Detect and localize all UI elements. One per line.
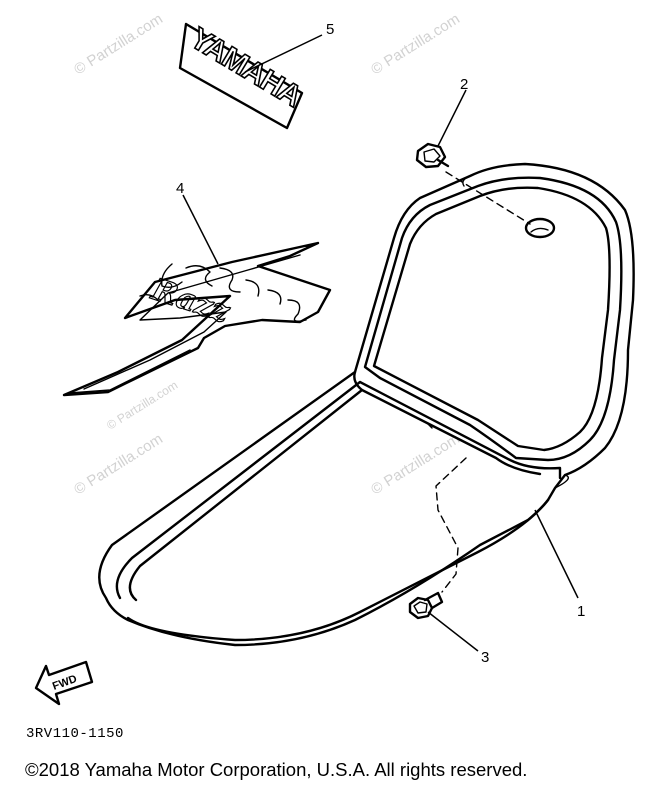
yamaha-emblem-text: YAMAHA: [184, 22, 307, 114]
callouts: 1 2 3 4 5: [176, 21, 585, 666]
watermark-text: © Partzilla.com: [71, 10, 166, 78]
watermark-text: © Partzilla.com: [104, 378, 180, 433]
stripe-badge-text: Razz: [147, 272, 235, 330]
callout-number: 5: [326, 21, 334, 38]
callout-number: 1: [577, 603, 585, 620]
bolt-part-upper: [415, 142, 450, 169]
callout-number: 4: [176, 180, 184, 197]
assembly-lines: [427, 171, 531, 593]
forward-arrow-icon: FWD: [34, 660, 94, 706]
copyright-notice: ©2018 Yamaha Motor Corporation, U.S.A. A…: [25, 759, 527, 780]
watermark-text: © Partzilla.com: [368, 10, 463, 78]
stripe-graphic-part: Razz: [62, 241, 332, 397]
yamaha-emblem-part: YAMAHA: [178, 21, 308, 130]
bolt-part-lower: [408, 591, 444, 620]
callout-number: 3: [481, 649, 489, 666]
watermark-text: © Partzilla.com: [71, 430, 166, 498]
diagram-part-code: 3RV110-1150: [26, 726, 124, 742]
watermark-text: © Partzilla.com: [368, 430, 463, 498]
leader-lines: [182, 34, 579, 652]
callout-number: 2: [460, 76, 468, 93]
seat-cowl-part: [98, 162, 635, 647]
